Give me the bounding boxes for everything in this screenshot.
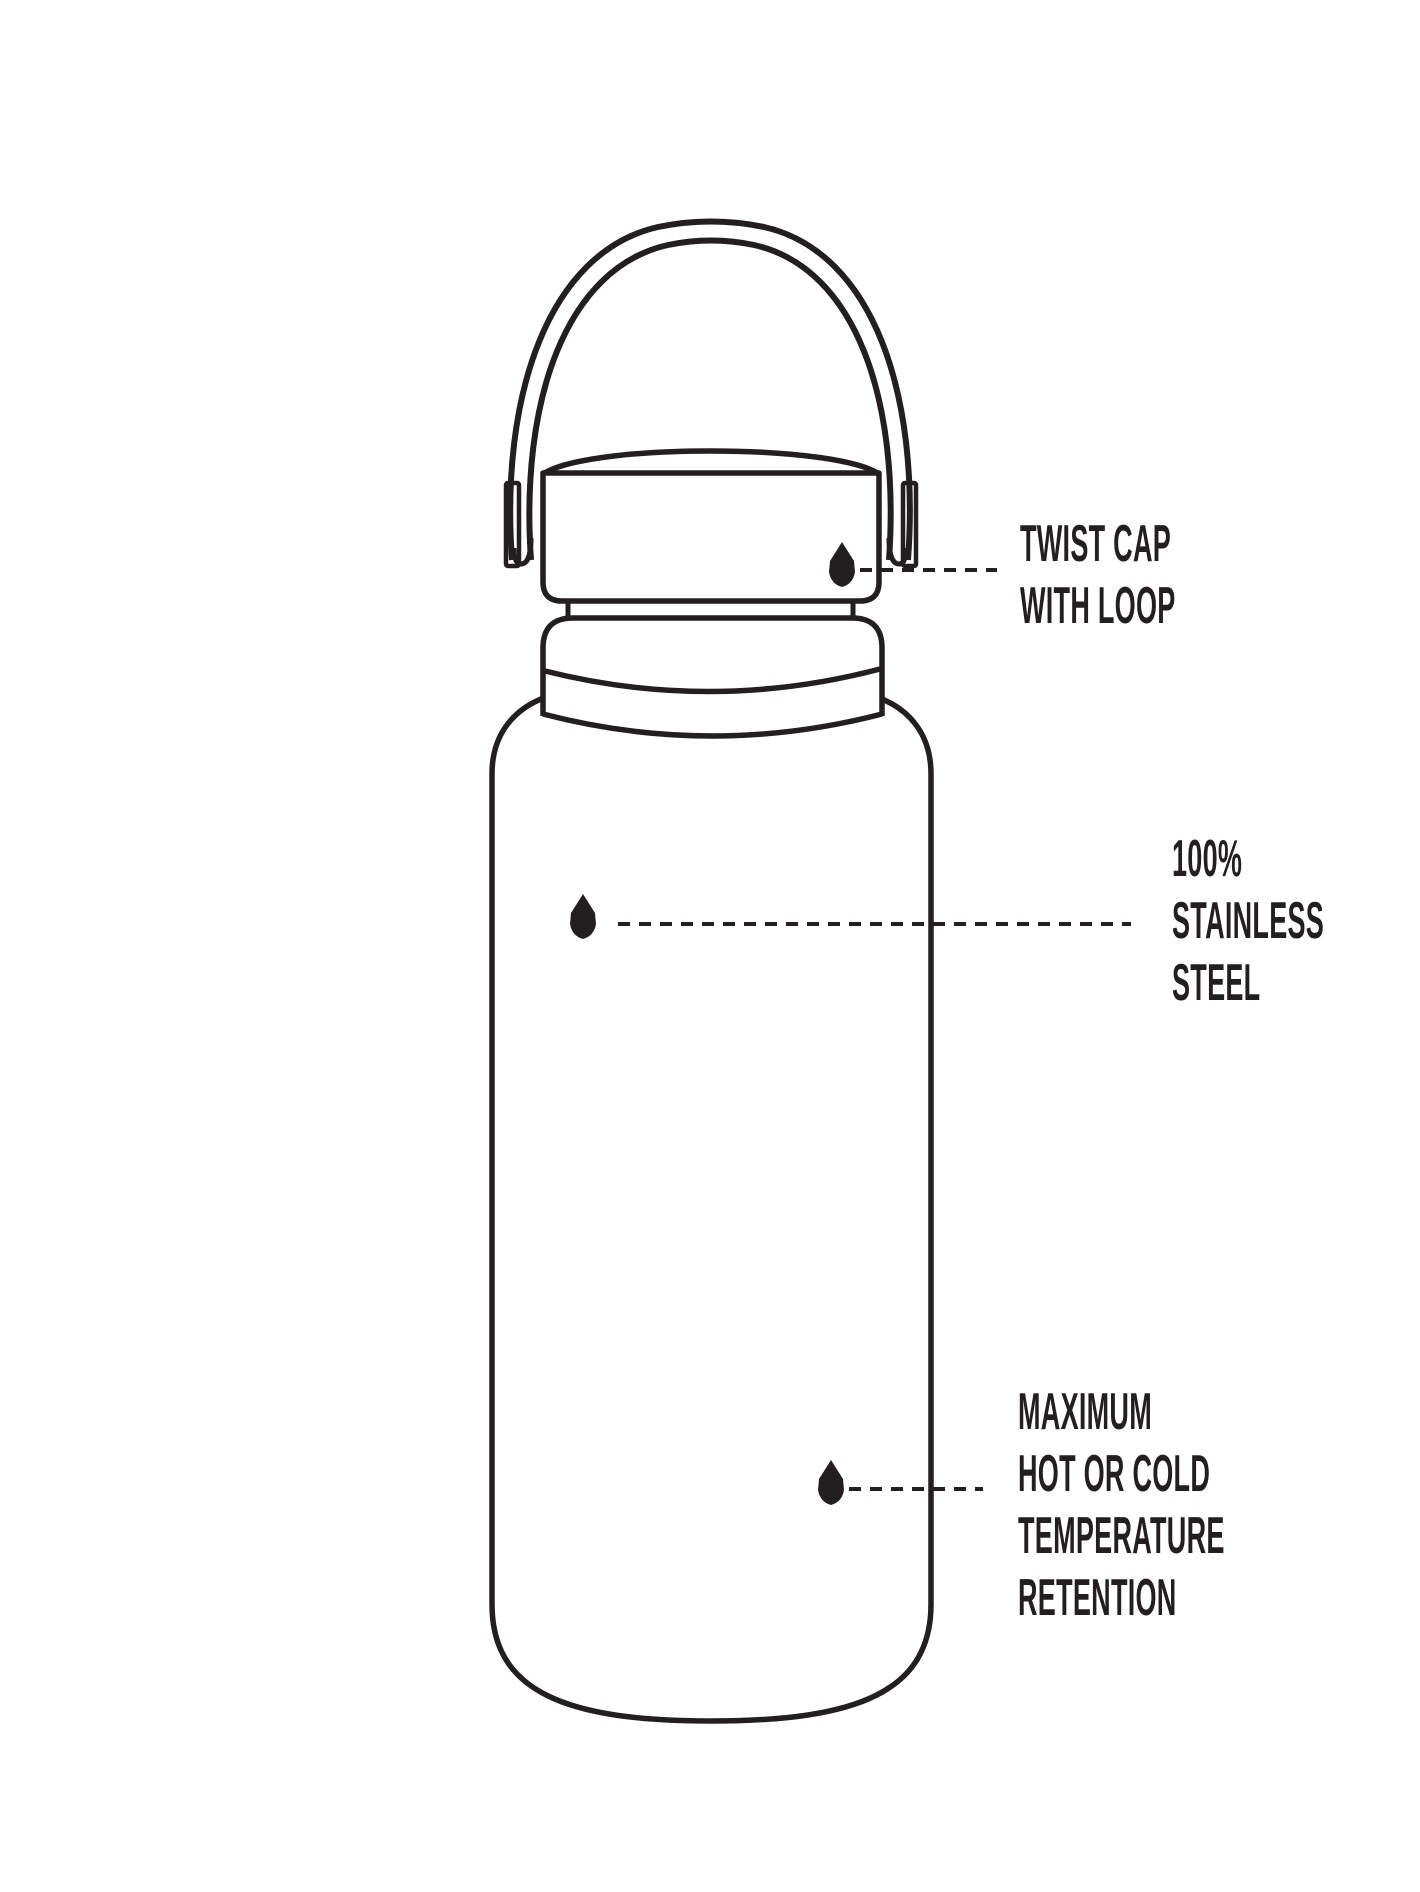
- carry-loop-outer: [507, 218, 913, 561]
- label-line: TWIST CAP: [1020, 515, 1172, 573]
- neck-band-lower-curve: [542, 711, 883, 739]
- drop-marker-icon: [570, 894, 596, 939]
- loop-hook-left: [511, 537, 534, 567]
- label-twist-cap: TWIST CAP WITH LOOP: [1020, 513, 1176, 637]
- neck-band: [540, 615, 885, 716]
- label-line: STAINLESS: [1172, 892, 1325, 950]
- label-line: WITH LOOP: [1020, 577, 1176, 635]
- label-temperature-retention: MAXIMUM HOT OR COLD TEMPERATURE RETENTIO…: [1018, 1381, 1225, 1629]
- label-stainless-steel: 100% STAINLESS STEEL: [1172, 828, 1324, 1014]
- label-line: 100%: [1172, 830, 1243, 888]
- label-line: STEEL: [1172, 954, 1261, 1012]
- drop-marker-icon: [829, 542, 855, 587]
- bottle-body-outline: [489, 694, 934, 1724]
- label-line: RETENTION: [1018, 1569, 1177, 1627]
- neck-band-upper-curve: [544, 666, 881, 695]
- drop-marker-icon: [818, 1460, 844, 1505]
- label-line: HOT OR COLD: [1018, 1445, 1211, 1503]
- label-line: TEMPERATURE: [1018, 1507, 1225, 1565]
- cap-front-face: [540, 470, 882, 604]
- carry-loop-inner: [526, 237, 894, 561]
- cap-dome-top: [541, 448, 881, 477]
- label-line: MAXIMUM: [1018, 1383, 1152, 1441]
- loop-hook-right: [886, 537, 909, 567]
